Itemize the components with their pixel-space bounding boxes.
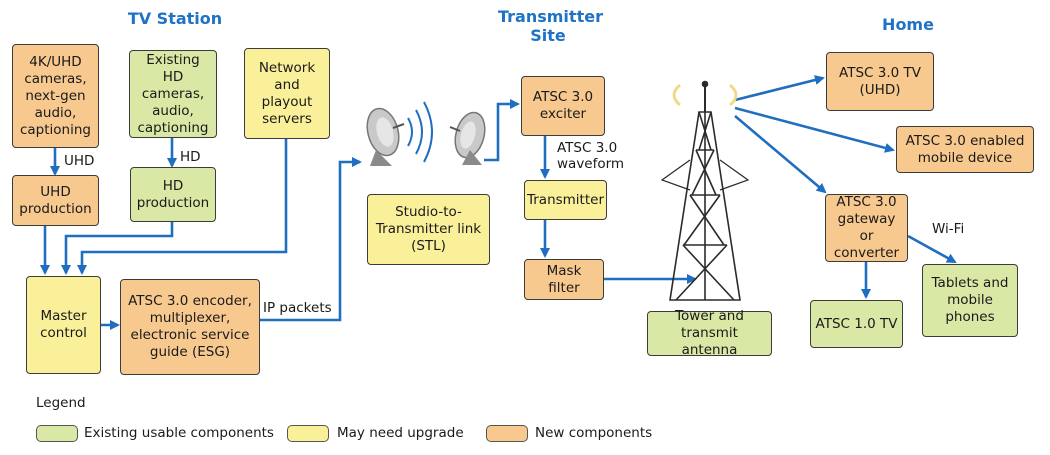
legend-label-new: New components [535,425,653,441]
wifi-label: Wi-Fi [932,221,965,237]
arrow-stl-to-exciter [484,99,520,162]
legend-swatch-existing [36,425,78,442]
atsc3-tv-label: ATSC 3.0 TV (UHD) [839,64,921,98]
exciter-label: ATSC 3.0 exciter [532,89,594,122]
legend-swatch-new [486,425,528,442]
atsc1-tv-label: ATSC 1.0 TV [815,315,898,332]
arrow-hd-production-to-master [61,222,174,275]
waveform-label: ATSC 3.0 waveform [557,140,625,172]
network-servers-box: Network and playout servers [244,48,330,139]
encoder-box: ATSC 3.0 encoder, multiplexer, electroni… [120,279,260,375]
uhd-production-label: UHD production [19,183,92,217]
arrow-tower-to-atsc3-tv [734,75,825,102]
tablets-box: Tablets and mobile phones [922,264,1018,337]
mobile-device-box: ATSC 3.0 enabled mobile device [896,126,1034,173]
master-control-box: Master control [26,276,101,374]
tower-box: Tower and transmit antenna [647,308,772,358]
arrow-servers-to-master [77,139,288,275]
mask-filter-box: Mask filter [524,259,604,300]
hd-cameras-box: Existing HD cameras, audio, captioning [129,50,217,138]
master-control-label: Master control [40,308,87,341]
atsc1-tv-box: ATSC 1.0 TV [810,300,903,348]
legend-swatch-upgrade [287,425,329,442]
gateway-label: ATSC 3.0 gateway or converter [833,194,900,261]
arrow-gateway-to-tablets [907,234,957,264]
stl-label: Studio-to- Transmitter link (STL) [375,204,482,254]
hd-label: HD [180,149,201,165]
home-heading: Home [882,15,934,34]
tower-label: Tower and transmit antenna [675,308,744,358]
arrow-encoder-to-stl [260,157,362,322]
mobile-device-label: ATSC 3.0 enabled mobile device [905,132,1025,166]
legend-label-upgrade: May need upgrade [337,425,464,441]
stl-transmit-dish-icon [366,107,405,166]
radio-waves-icon [407,101,433,163]
legend-label-existing: Existing usable components [84,425,274,441]
stl-box: Studio-to- Transmitter link (STL) [367,194,490,265]
network-servers-label: Network and playout servers [258,59,316,127]
transmitter-site-heading: Transmitter Site [498,7,603,45]
uhd-label: UHD [64,153,95,169]
gateway-box: ATSC 3.0 gateway or converter [825,194,908,262]
uhd-cameras-box: 4K/UHD cameras, next-gen audio, captioni… [12,44,99,148]
tablets-label: Tablets and mobile phones [931,275,1009,325]
legend-title: Legend [36,395,86,411]
ip-packets-label: IP packets [263,300,332,316]
hd-cameras-label: Existing HD cameras, audio, captioning [137,51,209,136]
tv-station-heading: TV Station [127,9,223,28]
hd-production-label: HD production [136,177,210,211]
encoder-label: ATSC 3.0 encoder, multiplexer, electroni… [128,293,252,360]
transmitter-label: Transmitter [526,191,605,208]
stl-receive-dish-icon [449,111,486,165]
transmitter-box: Transmitter [524,180,607,220]
arrow-tower-to-gateway [734,115,827,194]
broadcast-tower-icon [660,80,750,301]
uhd-cameras-label: 4K/UHD cameras, next-gen audio, captioni… [19,53,91,138]
exciter-box: ATSC 3.0 exciter [521,76,605,136]
atsc3-tv-box: ATSC 3.0 TV (UHD) [826,52,934,111]
hd-production-box: HD production [130,167,216,222]
mask-filter-label: Mask filter [546,262,582,296]
uhd-production-box: UHD production [12,175,99,226]
arrow-tower-to-mobile [734,106,895,153]
